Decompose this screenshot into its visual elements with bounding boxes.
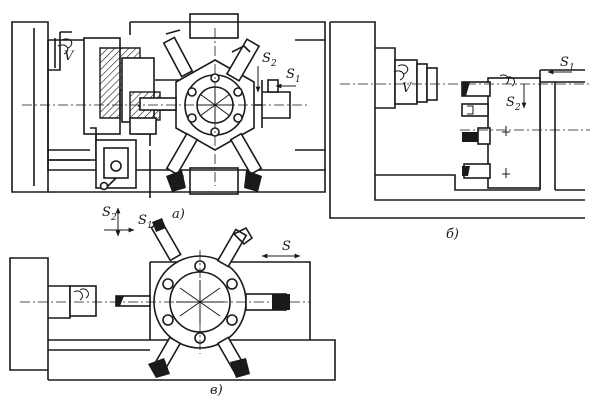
view-a-label-s2: S [262,51,271,66]
view-a-tools [139,29,263,192]
view-a-label-s2-bottom-sub: 2 [110,213,117,223]
view-b-feed-arrows [521,69,572,109]
view-c-spindle [69,285,151,317]
view-a-label-s1: S [286,67,295,82]
view-a-label-s1-bottom-sub: 1 [147,221,153,231]
view-c-caption: в) [210,383,223,398]
view-b-label-s2: S [506,95,515,110]
view-a-label-v: V [64,49,75,64]
view-b-label-s1-sub: 1 [569,63,575,73]
view-b-frame [329,21,585,219]
view-b-label-s1: S [560,55,569,70]
view-a-label-s1-sub: 1 [295,75,301,85]
view-c-tools [148,218,254,378]
view-a: V S 1 S 2 S 2 S 1 а) [11,13,326,237]
view-a-feed-arrows [57,38,296,237]
view-b-spindle [393,59,438,105]
view-b-label-v: V [402,81,413,96]
view-a-label-s2-sub: 2 [270,59,277,69]
view-b: V S 1 S 2 б) [329,21,590,242]
view-a-caption: а) [172,207,185,222]
view-a-turret [175,13,291,195]
view-a-toolpost [90,117,157,198]
view-c-label-s: S [282,239,291,254]
view-b-label-s2-sub: 2 [514,103,521,113]
view-b-toolblock [461,74,541,189]
view-c: S в) [9,218,336,398]
view-a-label-s2-bottom: S [102,205,111,220]
view-b-caption: б) [446,227,459,242]
view-a-frame [11,21,326,193]
view-a-label-s1-bottom: S [138,213,147,228]
